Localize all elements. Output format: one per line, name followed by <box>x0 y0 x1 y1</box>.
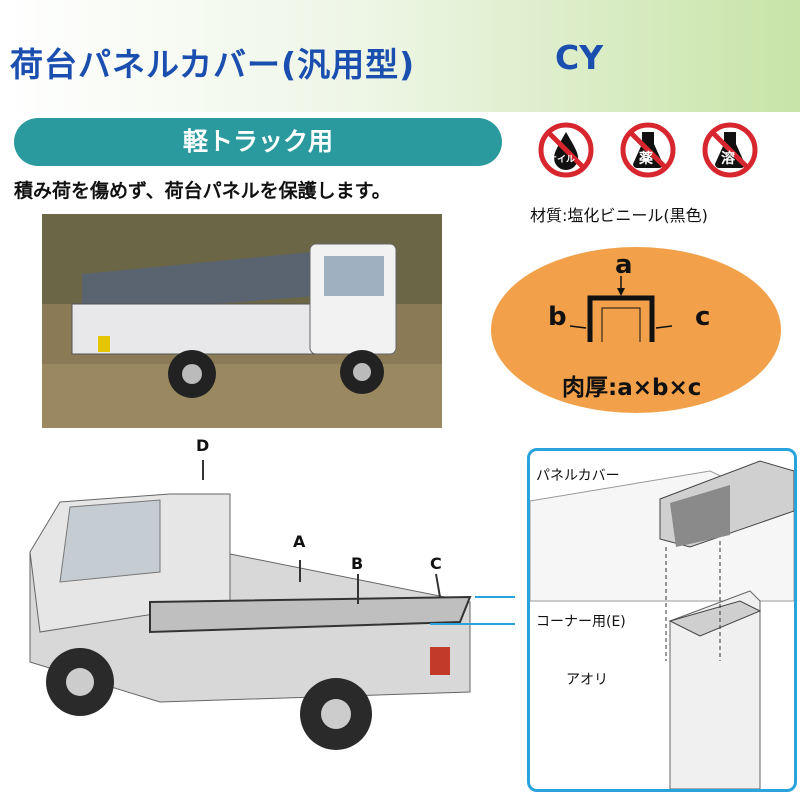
header-banner <box>0 0 800 112</box>
dim-c-label: c <box>695 302 711 332</box>
panel-cover-label: パネルカバー <box>536 468 620 484</box>
oil-label: オイル <box>548 155 576 165</box>
thickness-caption: 肉厚:a×b×c <box>562 375 702 401</box>
model-code: CY <box>555 38 604 77</box>
page-title: 荷台パネルカバー(汎用型) <box>10 45 416 84</box>
no-oil-icon: オイル <box>538 122 594 178</box>
label-b: B <box>351 554 364 573</box>
usage-pill: 軽トラック用 <box>14 118 502 166</box>
solvent-label: 溶 <box>721 151 735 167</box>
label-d: D <box>196 436 210 455</box>
tagline: 積み荷を傷めず、荷台パネルを保護します。 <box>14 180 391 202</box>
thickness-diagram: a b c 肉厚:a×b×c <box>490 246 782 414</box>
dim-b-label: b <box>548 302 567 332</box>
truck-photo <box>42 214 442 428</box>
detail-inset: パネルカバー コーナー用(E) アオリ <box>527 448 797 792</box>
aori-label: アオリ <box>566 672 608 688</box>
no-chemical-icon: 薬 <box>620 122 676 178</box>
material-text: 材質:塩化ビニール(黒色) <box>530 206 708 225</box>
corner-label: コーナー用(E) <box>536 614 626 630</box>
label-c: C <box>430 554 442 573</box>
label-a: A <box>293 532 306 551</box>
truck-diagram: D A B C <box>0 432 800 800</box>
no-solvent-icon: 溶 <box>702 122 758 178</box>
dim-a-label: a <box>615 250 633 280</box>
chemical-label: 薬 <box>639 151 653 167</box>
